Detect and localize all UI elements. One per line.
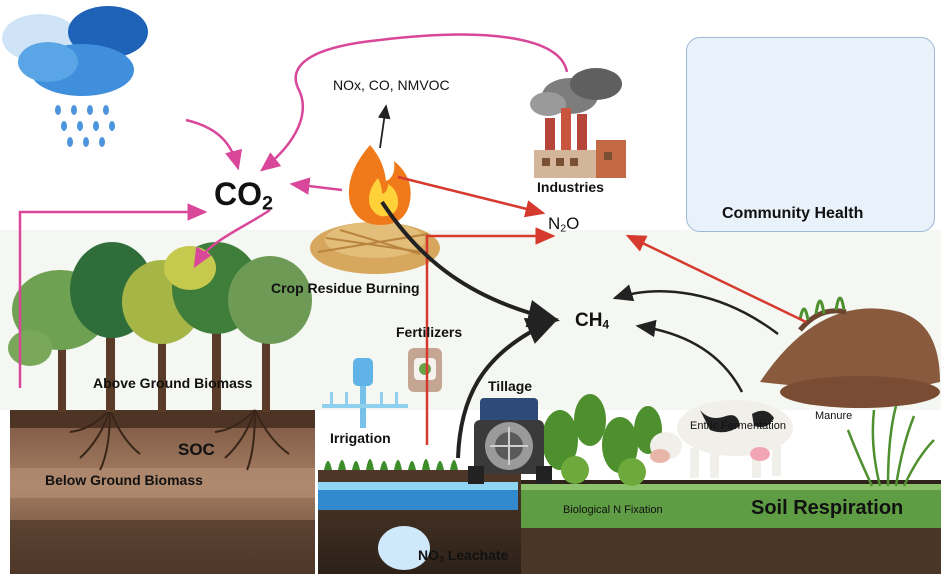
soil-respiration-label: Soil Respiration [751, 497, 904, 519]
forest-soil-block [10, 409, 315, 574]
rain-cloud-icon [2, 6, 148, 147]
fire-icon [348, 145, 411, 225]
co2-label: CO2 [214, 176, 274, 215]
irrigation-label: Irrigation [330, 430, 391, 446]
industries-label: Industries [537, 179, 604, 195]
co2-flux-arrows [18, 33, 569, 388]
ch4-label: CH4 [575, 310, 609, 332]
tractor-icon [468, 398, 552, 484]
n2o-label: N2O [548, 214, 580, 235]
tall-grass [846, 405, 935, 487]
factory-icon [530, 68, 626, 178]
crop-residue-burning-label: Crop Residue Burning [271, 280, 420, 296]
entric-fermentation-label: Entric Fermentation [690, 420, 786, 432]
no3-leachate-label: NO3 Leachate [418, 547, 509, 564]
cow-icon [650, 400, 793, 478]
soc-label: SOC [178, 440, 215, 459]
legume-plants [542, 394, 662, 486]
community-health-panel [686, 37, 935, 232]
tillage-label: Tillage [488, 378, 533, 394]
crop-field [318, 459, 521, 574]
manure-label: Manure [815, 410, 853, 422]
manure-pile-icon [760, 296, 940, 408]
community-health-label: Community Health [722, 205, 864, 222]
fertilizer-bag-icon [408, 348, 442, 392]
pasture-field [521, 480, 941, 574]
fertilizers-label: Fertilizers [396, 324, 463, 340]
above-ground-biomass-label: Above Ground Biomass [93, 375, 253, 391]
sprinkler-icon [322, 358, 408, 428]
n2o-flux-arrows [397, 175, 807, 445]
emissions-label: NOx, CO, NMVOC [333, 77, 450, 93]
biological-n-fixation-label: Biological N Fixation [563, 504, 663, 516]
ch4-flux-arrows [377, 104, 779, 459]
below-ground-biomass-label: Below Ground Biomass [45, 472, 203, 488]
